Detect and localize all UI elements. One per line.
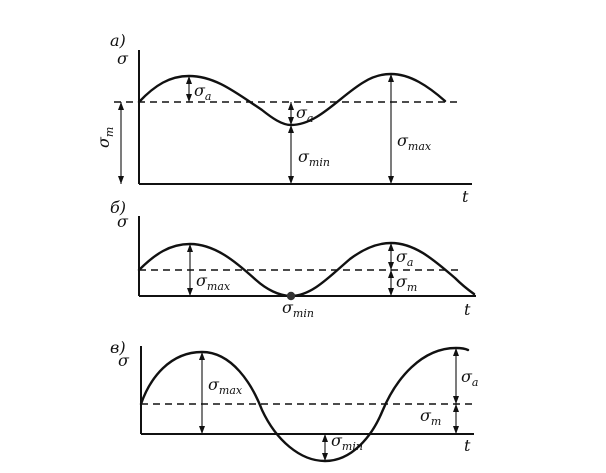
panel-b-sigma-max-dimension: σmax xyxy=(187,244,231,296)
panel-a-letter: a) xyxy=(110,31,126,50)
panel-c-sigma-min-label: σmin xyxy=(331,431,363,453)
panel-b-y-axis-label: σ xyxy=(117,212,129,231)
panel-b-sigma-a-dimension: σa xyxy=(388,243,413,270)
panel-c-sigma-a-label: σa xyxy=(461,367,478,389)
panel-c-x-axis-label: t xyxy=(464,436,471,455)
panel-c-sigma-a-dimension: σa xyxy=(453,348,478,404)
panel-a-x-axis-label: t xyxy=(462,187,469,206)
panel-b-min-point xyxy=(286,291,296,301)
panel-b: б) σ t σmax σmin σa xyxy=(110,198,476,320)
panel-c-sigma-min-dimension: σmin xyxy=(322,431,363,461)
panel-a-sigma-a-lower-label: σa xyxy=(296,103,313,125)
panel-c-letter: в) xyxy=(110,338,126,357)
panel-b-sigma-m-label: σm xyxy=(396,272,417,294)
panel-b-sigma-a-label: σa xyxy=(396,247,413,269)
panel-b-x-axis-label: t xyxy=(464,300,471,319)
panel-c-sigma-m-label: σm xyxy=(420,406,441,428)
panel-a-y-axis-label: σ xyxy=(117,49,129,68)
panel-a-sigma-max-label: σmax xyxy=(397,131,432,153)
panel-a: a) σ t σm σa xyxy=(94,31,472,206)
panel-c-sigma-m-dimension: σm xyxy=(420,404,459,434)
panel-a-sigma-a-upper-dimension: σa xyxy=(186,76,211,103)
panel-a-sigma-m-label: σm xyxy=(94,127,116,148)
panel-b-stress-curve xyxy=(137,241,476,298)
panel-a-sigma-min-dimension: σmin xyxy=(288,125,330,184)
panel-a-sigma-m-dimension: σm xyxy=(94,102,124,184)
panel-c-sigma-max-label: σmax xyxy=(208,375,243,397)
panel-b-sigma-m-dimension: σm xyxy=(388,270,417,296)
panel-a-sigma-a-upper-label: σa xyxy=(194,81,211,103)
panel-b-sigma-min-label: σmin xyxy=(282,298,314,320)
panel-b-letter: б) xyxy=(110,198,126,217)
panel-c-y-axis-label: σ xyxy=(118,351,130,370)
panel-a-sigma-min-label: σmin xyxy=(298,147,330,169)
panel-b-sigma-max-label: σmax xyxy=(196,271,231,293)
panel-c-sigma-max-dimension: σmax xyxy=(199,352,243,434)
panel-c: в) σ t σmax σmin xyxy=(110,338,478,463)
panel-a-sigma-a-lower-dimension: σa xyxy=(288,102,313,125)
panel-a-sigma-max-dimension: σmax xyxy=(388,74,432,184)
